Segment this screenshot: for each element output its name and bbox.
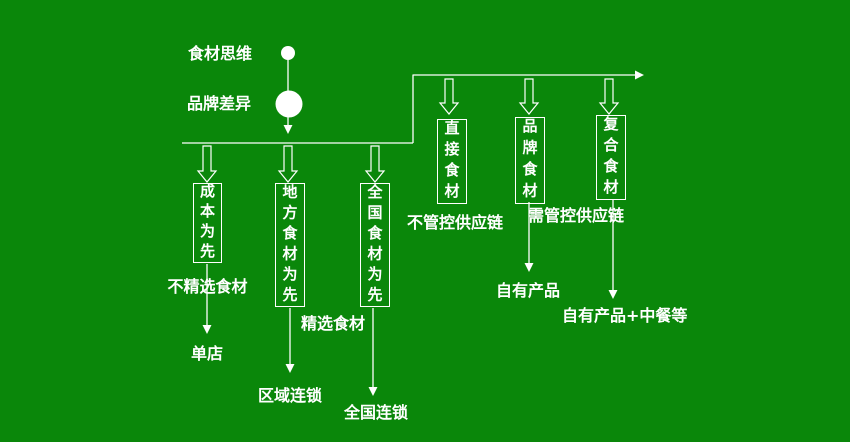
block-arrow-down-direct (438, 78, 460, 115)
box-composite-ingredients: 复合食材 (596, 115, 626, 200)
label-national-chain: 全国连锁 (344, 403, 409, 422)
box-national-ingredients-first: 全国食材为先 (360, 183, 390, 307)
label-brand-difference: 品牌差异 (187, 94, 252, 113)
box-national-ingredients-first-text: 全国食材为先 (365, 183, 384, 307)
block-arrow-down-composite (598, 78, 620, 115)
large-circle-marker (275, 90, 303, 118)
label-need-supply-chain-control: 需管控供应链 (528, 206, 625, 225)
box-brand-ingredients: 品牌食材 (515, 117, 545, 204)
box-local-ingredients-first-text: 地方食材为先 (280, 183, 299, 307)
label-no-supply-chain-control: 不管控供应链 (407, 213, 504, 232)
label-selected-ingredients: 精选食材 (301, 314, 366, 333)
box-composite-ingredients-text: 复合食材 (601, 115, 620, 200)
label-ingredient-thinking: 食材思维 (188, 44, 253, 63)
label-single-store: 单店 (191, 344, 224, 363)
block-arrow-down-local (277, 145, 299, 183)
box-local-ingredients-first: 地方食材为先 (275, 183, 305, 307)
box-direct-ingredients-text: 直接食材 (442, 119, 461, 204)
box-direct-ingredients: 直接食材 (437, 119, 467, 204)
small-circle-marker (281, 46, 295, 60)
box-cost-first-text: 成本为先 (198, 183, 216, 263)
label-own-products: 自有产品 (496, 281, 561, 300)
label-own-products-plus: 自有产品+中餐等 (562, 306, 688, 325)
block-arrow-down-brand (518, 78, 540, 115)
label-regional-chain: 区域连锁 (258, 386, 323, 405)
box-cost-first: 成本为先 (193, 183, 222, 263)
block-arrow-down-national (364, 145, 386, 183)
block-arrow-down-cost (196, 145, 218, 183)
label-unselected-ingredients: 不精选食材 (167, 277, 248, 296)
box-brand-ingredients-text: 品牌食材 (520, 117, 539, 204)
